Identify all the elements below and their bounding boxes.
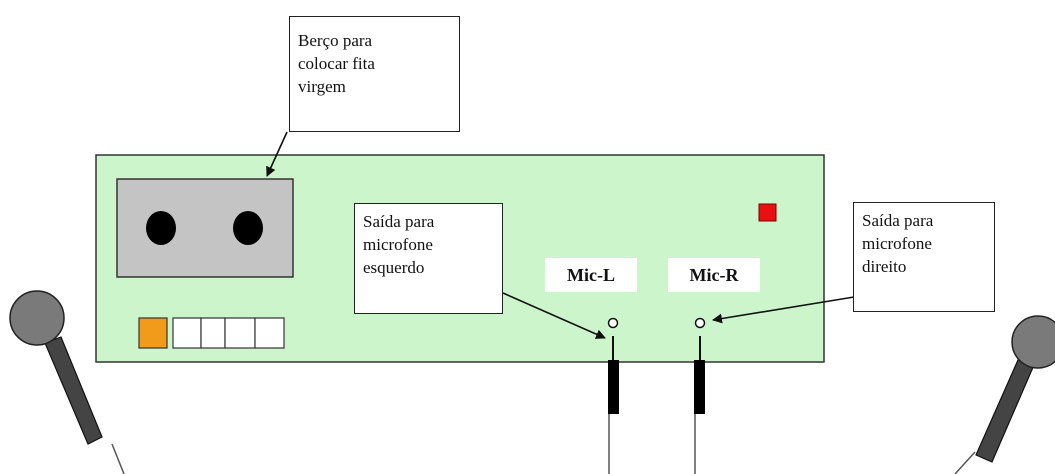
indicator-light bbox=[758, 203, 777, 222]
control-button-5[interactable] bbox=[254, 317, 285, 349]
cassette-cradle bbox=[116, 178, 294, 278]
cradle-callout-line-3: virgem bbox=[298, 77, 346, 96]
left-output-callout-line-1: Saída para bbox=[363, 212, 435, 231]
mic-left-label: Mic-L bbox=[545, 258, 637, 292]
cradle-callout-line-1: Berço para bbox=[298, 31, 373, 50]
jack-left bbox=[607, 317, 619, 329]
arrow-right-output bbox=[712, 296, 855, 324]
right-output-callout-line-2: microfone bbox=[862, 234, 932, 253]
cradle-callout: Berço para colocar fita virgem bbox=[289, 16, 460, 132]
microphone-left-icon bbox=[9, 290, 125, 474]
control-button-2[interactable] bbox=[172, 317, 202, 349]
jack-right bbox=[694, 317, 706, 329]
right-output-callout: Saída para microfone direito bbox=[853, 202, 995, 312]
control-button-active[interactable] bbox=[138, 317, 168, 349]
microphone-right-icon bbox=[954, 315, 1055, 474]
plug-left bbox=[608, 360, 619, 414]
mic-right-label: Mic-R bbox=[668, 258, 760, 292]
arrow-cradle bbox=[266, 131, 288, 177]
right-output-callout-line-1: Saída para bbox=[862, 211, 934, 230]
left-output-callout-line-3: esquerdo bbox=[363, 258, 425, 277]
tape-reel-left bbox=[146, 211, 176, 245]
tape-reel-right bbox=[233, 211, 263, 245]
arrow-left-output bbox=[502, 292, 606, 339]
control-button-3[interactable] bbox=[200, 317, 226, 349]
plug-right bbox=[694, 360, 705, 414]
right-output-callout-line-3: direito bbox=[862, 257, 907, 276]
left-output-callout: Saída para microfone esquerdo bbox=[354, 203, 503, 314]
left-output-callout-line-2: microfone bbox=[363, 235, 433, 254]
control-button-4[interactable] bbox=[224, 317, 256, 349]
cradle-callout-line-2: colocar fita bbox=[298, 54, 375, 73]
